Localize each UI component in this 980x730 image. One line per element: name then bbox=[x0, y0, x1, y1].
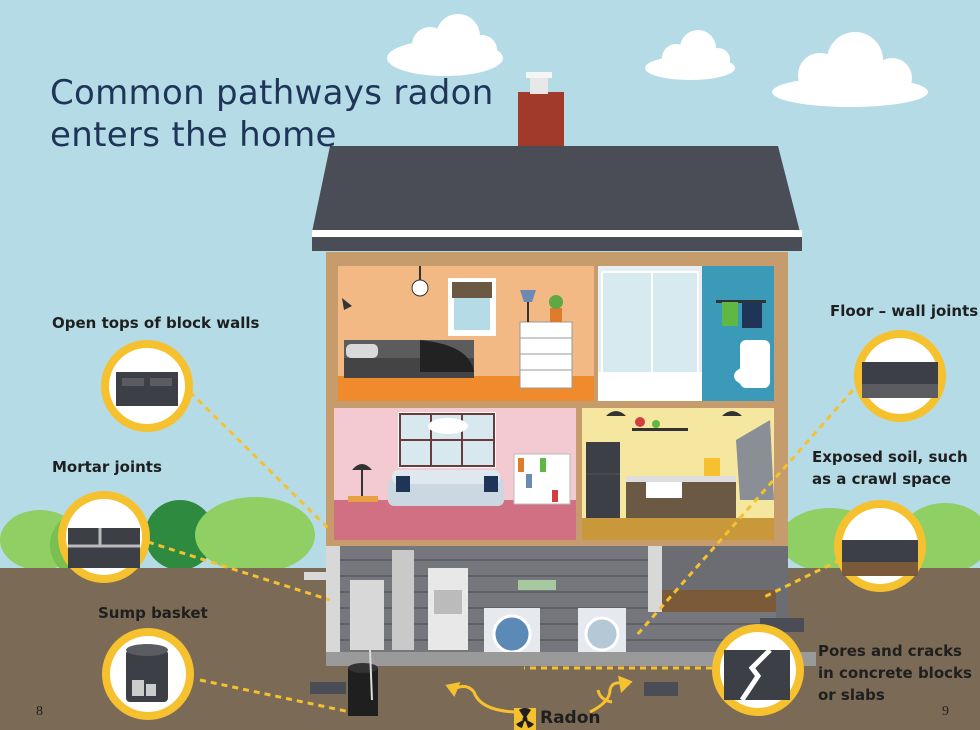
roof bbox=[312, 146, 800, 232]
label-pores-cracks-line-2: in concrete blocks bbox=[818, 664, 972, 682]
pathway-lines bbox=[147, 381, 862, 714]
label-exposed-soil-line-2: as a crawl space bbox=[812, 470, 952, 488]
label-pores-cracks-line-3: or slabs bbox=[818, 686, 885, 704]
callout-mortar-joints bbox=[58, 491, 150, 583]
callout-exposed-soil bbox=[834, 500, 926, 592]
bedroom bbox=[338, 266, 594, 401]
radon-arrows bbox=[445, 675, 633, 714]
cloud-icon bbox=[387, 14, 503, 76]
page-number-left: 8 bbox=[36, 704, 43, 719]
living-room bbox=[334, 408, 576, 540]
label-sump-basket: Sump basket bbox=[98, 604, 208, 622]
cloud-icon bbox=[772, 32, 928, 107]
label-pores-cracks-line-1: Pores and cracks bbox=[818, 642, 962, 660]
page-number-right: 9 bbox=[942, 704, 949, 719]
radon-label: Radon bbox=[540, 708, 601, 728]
label-mortar-joints: Mortar joints bbox=[52, 458, 162, 476]
kitchen bbox=[582, 408, 774, 540]
label-exposed-soil-line-1: Exposed soil, such bbox=[812, 448, 968, 466]
page-title: Common pathways radon enters the home bbox=[50, 72, 494, 156]
callout-open-tops bbox=[101, 340, 193, 432]
callout-floor-wall bbox=[854, 330, 946, 422]
label-pores-cracks: Pores and cracks in concrete blocks or s… bbox=[818, 640, 972, 706]
title-line-2: enters the home bbox=[50, 115, 337, 155]
label-open-tops: Open tops of block walls bbox=[52, 314, 260, 332]
cloud-icon bbox=[645, 30, 735, 80]
callout-pores-cracks bbox=[712, 624, 804, 716]
callout-sump-basket bbox=[102, 628, 194, 720]
label-exposed-soil: Exposed soil, such as a crawl space bbox=[812, 446, 968, 490]
sump-pit bbox=[348, 649, 378, 716]
title-line-1: Common pathways radon bbox=[50, 73, 494, 113]
bathroom bbox=[598, 266, 774, 401]
basement bbox=[304, 546, 816, 696]
radiation-icon bbox=[514, 708, 536, 730]
label-floor-wall: Floor – wall joints bbox=[830, 302, 979, 320]
